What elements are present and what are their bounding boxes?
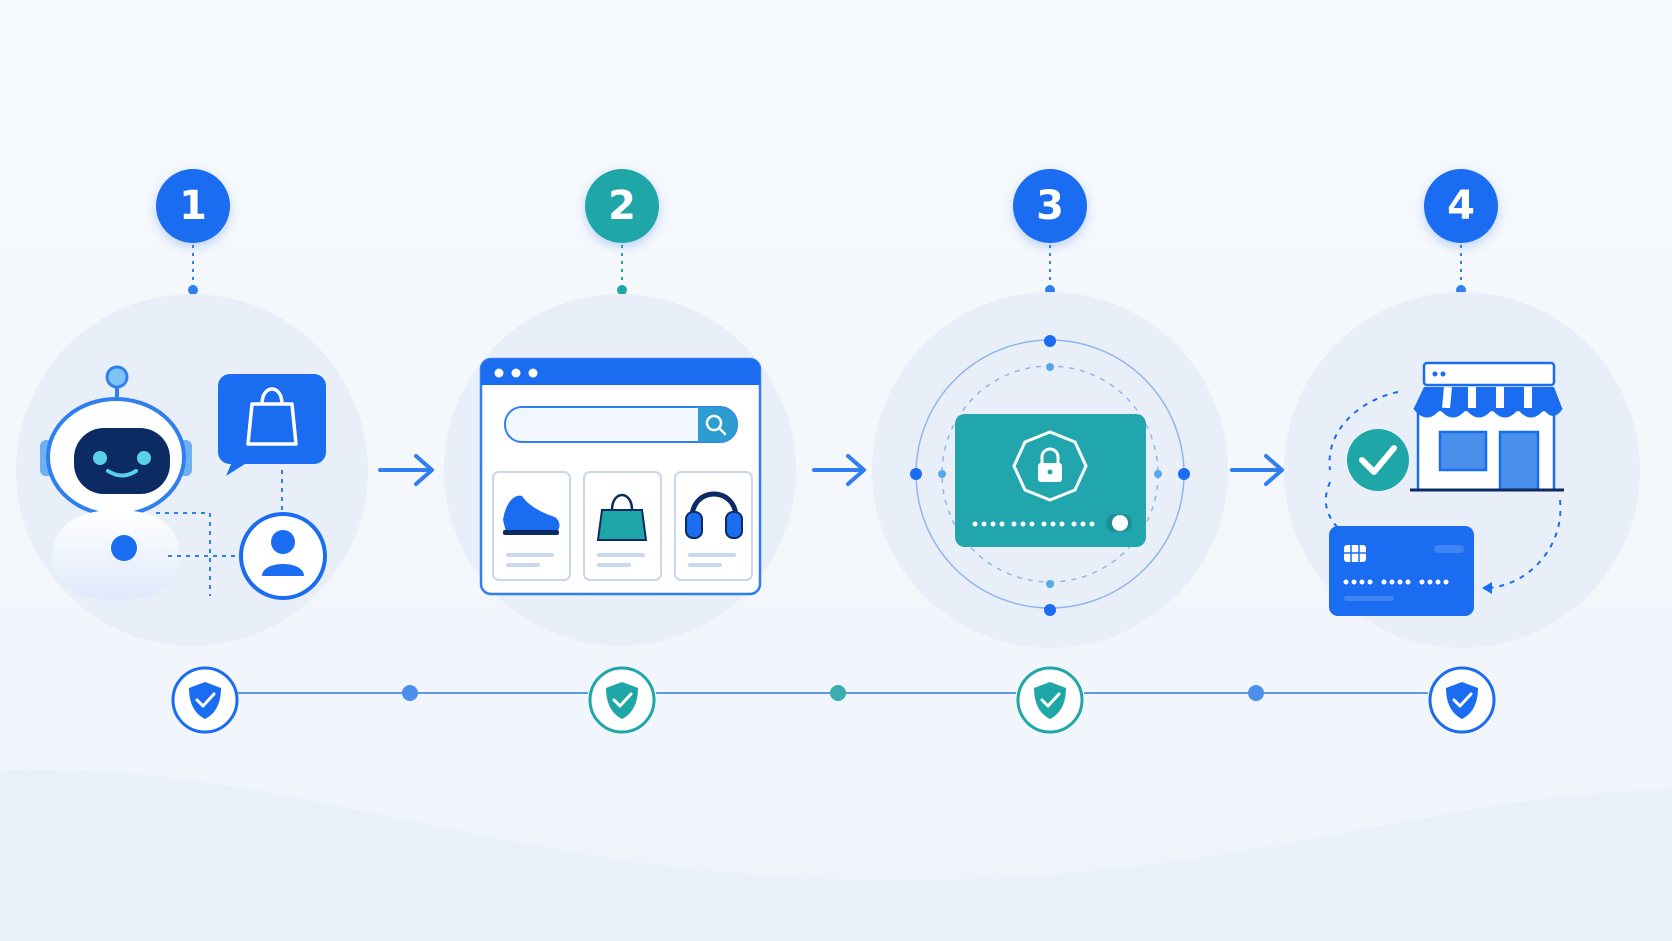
step-2-badge: 2 [585,169,659,243]
user-avatar-icon [239,512,327,600]
arrow-right-icon [378,454,434,486]
toggle-switch-icon [1106,514,1132,532]
credit-card-icon [1329,526,1474,616]
step-3-badge: 3 [1013,169,1087,243]
product-card-shoe [492,471,571,581]
step-1-badge: 1 [156,169,230,243]
agent-user-link [156,470,283,596]
orbit-nodes [910,335,1190,616]
masked-card-number [972,521,1095,527]
badge-connectors [188,245,1466,295]
product-search-bar [504,406,738,443]
arrow-head-icon [1482,582,1492,594]
step-4-badge: 4 [1424,169,1498,243]
arrow-right-icon [812,454,866,486]
shield-check-icon [1016,666,1084,734]
arrow-right-icon [1230,454,1284,486]
check-circle-icon [1347,429,1409,491]
merchant-storefront-icon [1410,361,1564,492]
robot-assistant-icon [40,365,192,600]
product-card-bag [583,471,662,581]
shield-check-icon [171,666,239,734]
timeline-nodes [402,685,1264,701]
shield-check-icon [1428,666,1496,734]
shopping-bag-chat-icon [218,374,326,476]
product-card-headphones [674,471,753,581]
secure-payment-lock-icon [955,414,1146,547]
shield-check-icon [588,666,656,734]
